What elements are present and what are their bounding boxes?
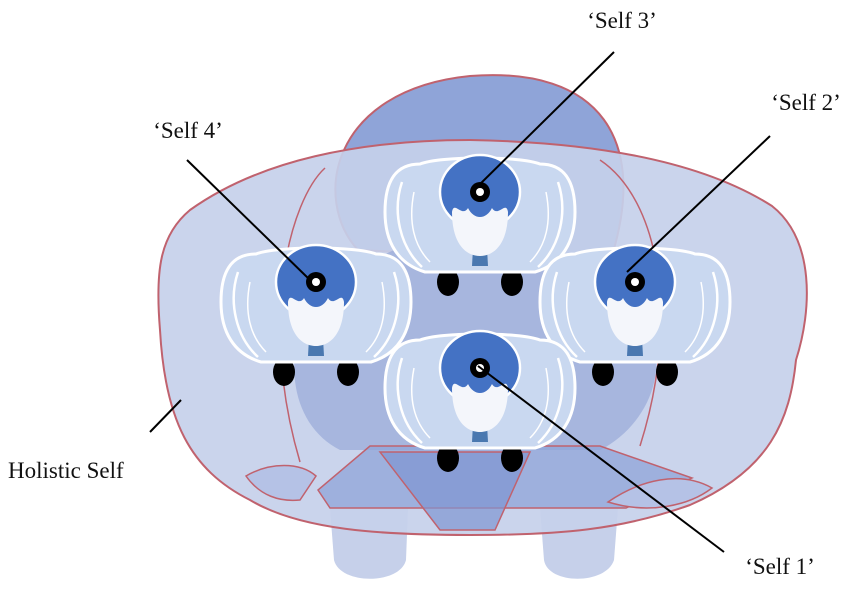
- leader-lines: [149, 51, 771, 553]
- label-self-1: ‘Self 1’: [745, 554, 815, 579]
- label-self-4: ‘Self 4’: [153, 118, 223, 143]
- front-cushions: [244, 445, 714, 531]
- label-self-3: ‘Self 3’: [587, 8, 657, 33]
- label-holistic-self: Holistic Self: [8, 458, 124, 483]
- label-self-2: ‘Self 2’: [771, 90, 841, 115]
